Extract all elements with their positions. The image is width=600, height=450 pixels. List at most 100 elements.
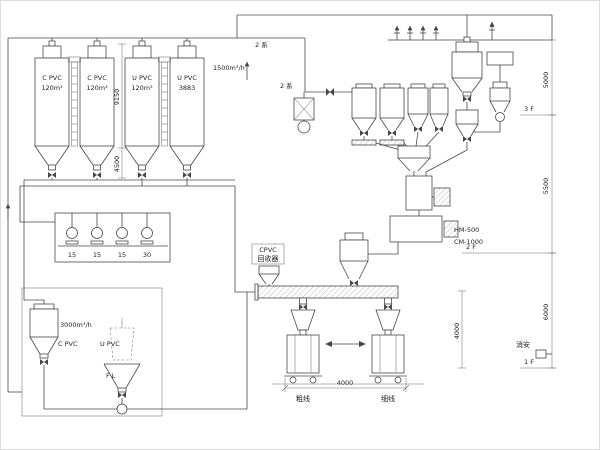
silo: U PVC 120m³ [124,38,160,186]
screw-feeder [351,139,377,146]
silo: C PVC 120m³ [79,38,115,180]
dust-collector [29,303,59,409]
rotary-valve-icon [138,172,146,178]
bag-dump-room: 3000m³/h C PVC U PVC F L [21,287,163,417]
silo-material-label: U PVC [177,74,197,82]
rotary-valve-icon [384,304,392,310]
material-label: C PVC [58,340,78,348]
dim-label: 6000 [542,304,550,321]
elevation-chain: 5000 5500 6000 [542,39,556,369]
vent-icon [394,25,400,40]
storage-silos: C PVC 120m³ C PVC 120m³ U PVC [34,38,205,186]
floor-label: 3 F [524,105,534,113]
blower-power-label: 30 [143,251,151,259]
blower-station: 15 15 15 30 [54,212,171,263]
flow-rate-label: 1500m³/h [213,64,245,72]
packing-line-label: 细线 [381,394,395,403]
screw-conveyor [254,283,399,301]
top-flow-annotation: 1500m³/h 2 系 2 系 [213,40,293,90]
silo-material-label: C PVC [42,74,62,82]
receiving-filter-unit [293,97,315,134]
cooling-cyclone [339,232,369,286]
day-bin [351,83,377,140]
dim-label: 4000 [453,323,461,340]
blower: 15 [65,213,79,259]
recycle-unit: CPVC 回收器 [251,243,285,286]
rotary-valve-icon [93,172,101,178]
silo: U PVC 3883 [169,38,205,186]
heat-mixer-label: HM-500 [454,226,479,234]
dim-label: 4500 [113,156,121,173]
vent-icon [407,25,413,40]
cool-mixer [389,215,459,243]
shuttle-arrow-icon [325,341,366,347]
additive-feeder-unit [486,51,514,122]
recycle-label-2: 回收器 [258,254,279,263]
screw-feeder [379,139,405,146]
rotary-valve-icon [299,304,307,310]
wheel-icon [374,376,382,384]
recycle-label-1: CPVC [259,246,277,254]
wheel-icon [309,376,317,384]
cool-mixer-label: CM-1000 [454,238,483,246]
day-bin [379,83,405,140]
rotary-valve-icon [183,172,191,178]
blower: 15 [90,213,104,259]
rotary-valve-icon [48,172,56,178]
rotary-valve-icon [463,136,471,142]
packing-station: 粗线 [284,297,322,403]
bag-dump-hopper: F L [103,318,141,404]
blower: 15 [115,213,129,259]
dim-label: 5000 [542,72,550,89]
outlet-label: F L [106,372,116,380]
vent-icon [420,25,426,40]
material-label: U PVC [100,340,120,348]
blower-power-label: 15 [68,251,76,259]
packing-line-label: 粗线 [296,394,310,403]
additive-silo [451,36,483,142]
day-bins [351,83,449,151]
motor-icon [443,220,459,238]
silo-ladder [68,56,81,147]
line-tag-label: 2 系 [280,81,293,90]
day-bin [425,83,449,147]
station-height-dimension: 4000 [453,290,466,369]
silo-volume-label: 120m³ [86,84,108,92]
wheel-icon [394,376,402,384]
silo-volume-label: 3883 [179,84,196,92]
diverter-valve-icon [326,88,334,96]
rotary-valve-icon [118,392,126,398]
vent-icon [433,25,439,40]
dim-label: 5500 [542,178,550,195]
rotary-valve-icon [350,280,358,286]
silo-ladder [158,56,171,147]
rotary-valve-icon [463,96,471,102]
motor-icon [433,187,451,207]
airflow-label: 3000m³/h [60,321,92,329]
silo-volume-label: 120m³ [41,84,63,92]
safety-label: 消安 [516,340,530,349]
packing-station: 细线 [369,297,407,403]
roof-vents [394,21,495,40]
line-tag-label: 2 系 [255,40,268,49]
blower-power-label: 15 [118,251,126,259]
silo-volume-label: 120m³ [131,84,153,92]
day-bin [407,83,429,147]
silo-material-label: U PVC [132,74,152,82]
blower: 30 [140,213,154,259]
heat-mixer [405,175,451,216]
dim-label: 4000 [337,379,354,387]
dim-label: 9150 [113,89,121,106]
feed-pump [44,403,128,415]
silo-material-label: C PVC [87,74,107,82]
rotary-valve-icon [40,359,48,365]
vent-icon [489,21,495,40]
weigh-hopper [397,145,431,176]
silo: C PVC 120m³ [34,38,70,180]
safety-device: 消安 [516,340,552,359]
piping-network [5,14,553,410]
wheel-icon [289,376,297,384]
packing-dimension: 4000 [281,378,410,392]
